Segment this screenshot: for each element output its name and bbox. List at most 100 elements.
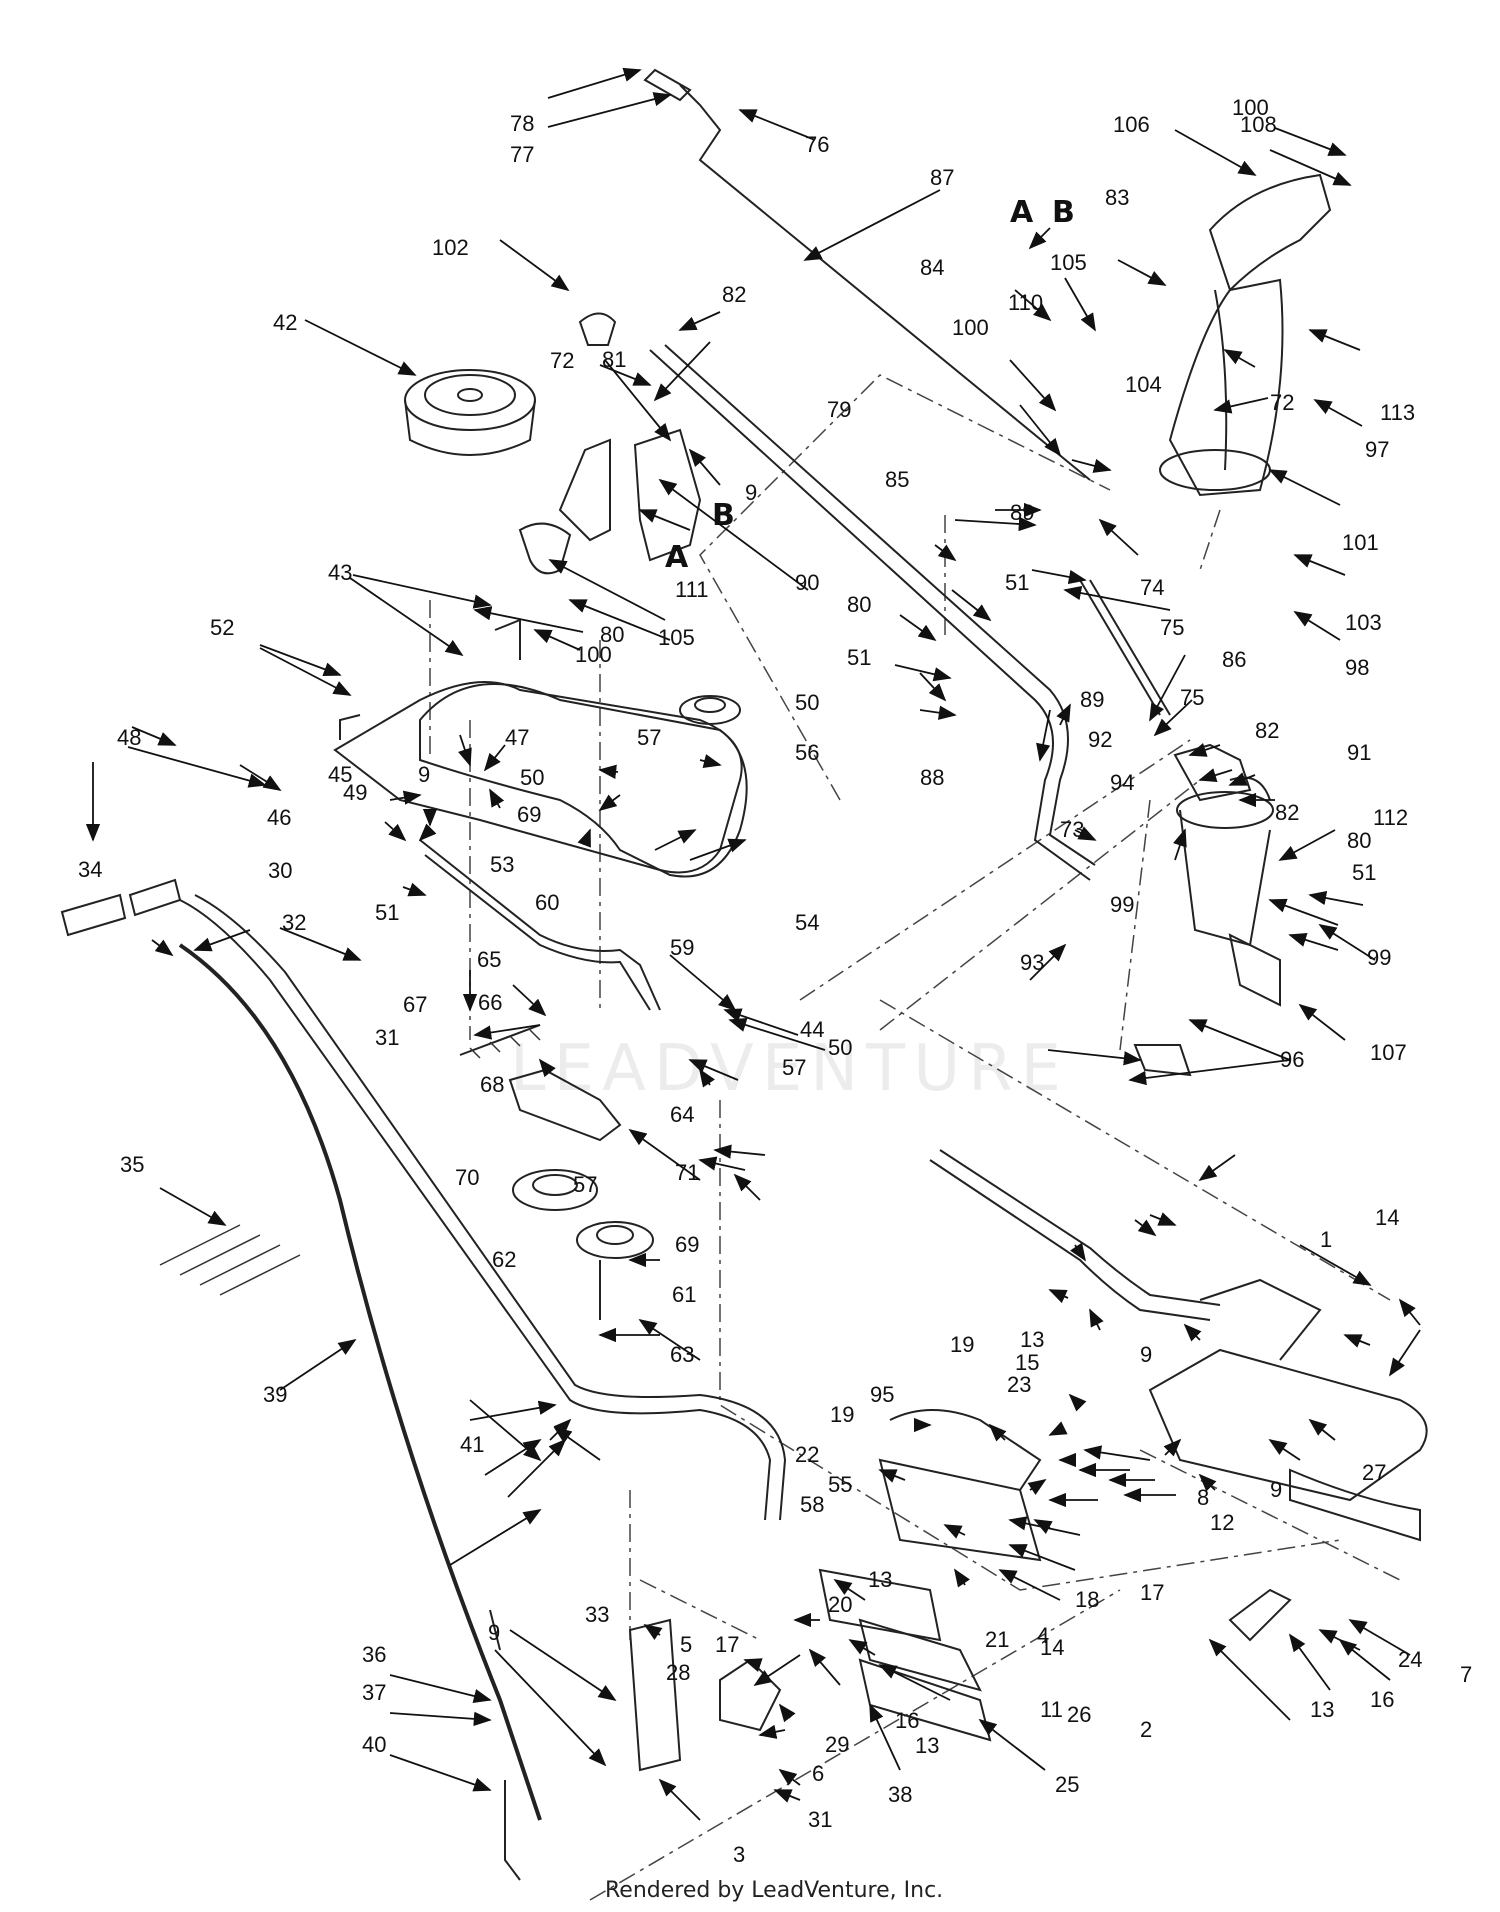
callout-101: 101: [1342, 530, 1379, 555]
callout-51d: 51: [1352, 860, 1376, 885]
callout-54: 54: [795, 910, 819, 935]
callout-75a: 75: [1160, 615, 1184, 640]
callout-17a: 17: [1140, 1580, 1164, 1605]
callout-18: 18: [1075, 1587, 1099, 1612]
callout-13a: 13: [1020, 1327, 1044, 1352]
callout-47: 47: [505, 725, 529, 750]
callout-31b: 31: [808, 1807, 832, 1832]
callout-55: 55: [828, 1472, 852, 1497]
callout-67: 67: [403, 992, 427, 1017]
callout-100a: 100: [1232, 95, 1269, 120]
callout-110: 110: [1008, 290, 1043, 315]
callout-12: 12: [1210, 1510, 1234, 1535]
callout-30: 30: [268, 858, 292, 883]
shift-bracket: [628, 1618, 682, 1772]
callout-57c: 57: [573, 1172, 597, 1197]
callout-44: 44: [800, 1017, 824, 1042]
callout-80a: 80: [600, 622, 624, 647]
callout-43: 43: [328, 560, 352, 585]
callout-2: 2: [1140, 1717, 1152, 1742]
callout-79: 79: [827, 397, 851, 422]
callout-24: 24: [1398, 1647, 1422, 1672]
callout-51c: 51: [847, 645, 871, 670]
callout-28: 28: [666, 1660, 690, 1685]
callout-48: 48: [117, 725, 141, 750]
callout-80c: 80: [1347, 828, 1371, 853]
callout-103: 103: [1345, 610, 1382, 635]
label-b-left: B: [712, 498, 735, 533]
callout-19a: 19: [950, 1332, 974, 1357]
pulley-large: [404, 369, 536, 456]
callout-8: 8: [1197, 1485, 1209, 1510]
callout-15: 15: [1015, 1350, 1039, 1375]
callout-100c: 100: [575, 642, 612, 667]
callout-98: 98: [1345, 655, 1369, 680]
main-frame: [1148, 1348, 1428, 1502]
callout-51a: 51: [375, 900, 399, 925]
callout-23: 23: [1007, 1372, 1031, 1397]
label-a-top: A: [1010, 195, 1034, 230]
callout-13b: 13: [868, 1567, 892, 1592]
callout-34: 34: [78, 857, 102, 882]
callout-52: 52: [210, 615, 234, 640]
callout-13c: 13: [915, 1733, 939, 1758]
callout-107: 107: [1370, 1040, 1407, 1065]
callout-20: 20: [828, 1592, 852, 1617]
callout-25: 25: [1055, 1772, 1079, 1797]
callout-42: 42: [273, 310, 297, 335]
callout-57a: 57: [637, 725, 661, 750]
callout-6: 6: [812, 1761, 824, 1786]
callout-72b: 72: [1270, 390, 1294, 415]
callout-58: 58: [800, 1492, 824, 1517]
chute-base: [1179, 809, 1271, 947]
footer-credit: Rendered by LeadVenture, Inc.: [605, 1878, 943, 1903]
callout-62: 62: [492, 1247, 516, 1272]
control-rod: [679, 84, 1091, 481]
callout-102: 102: [432, 235, 469, 260]
callout-37: 37: [362, 1680, 386, 1705]
callout-16a: 16: [895, 1708, 919, 1733]
callout-49: 49: [343, 780, 367, 805]
callout-82b: 82: [1255, 718, 1279, 743]
callout-27: 27: [1362, 1460, 1386, 1485]
shift-rod: [179, 899, 772, 1521]
callout-41: 41: [460, 1432, 484, 1457]
callout-50b: 50: [520, 765, 544, 790]
callout-78: 78: [510, 111, 534, 136]
callout-94: 94: [1110, 770, 1134, 795]
callout-9b: 9: [1140, 1342, 1152, 1367]
callout-64: 64: [670, 1102, 694, 1127]
callout-45: 45: [328, 762, 352, 787]
chute-deflector: [1208, 173, 1332, 292]
control-cable: [178, 943, 542, 1821]
callout-59: 59: [670, 935, 694, 960]
callout-17b: 17: [715, 1632, 739, 1657]
callout-75b: 75: [1180, 685, 1204, 710]
callout-9c: 9: [418, 762, 430, 787]
callout-51b: 51: [1005, 570, 1029, 595]
callout-56: 56: [795, 740, 819, 765]
callout-46: 46: [267, 805, 291, 830]
callout-65: 65: [477, 947, 501, 972]
drive-belt: [419, 683, 748, 878]
callout-80b: 80: [847, 592, 871, 617]
callout-99b: 99: [1367, 945, 1391, 970]
callout-77: 77: [510, 142, 534, 167]
callout-105b: 105: [658, 625, 695, 650]
watermark-text: LEADVENTURE: [510, 1032, 1069, 1106]
callout-97: 97: [1365, 437, 1389, 462]
crank-rod: [649, 349, 1091, 881]
gear-housing: [878, 1458, 1042, 1562]
callout-50a: 50: [795, 690, 819, 715]
callout-85: 85: [885, 467, 909, 492]
callout-3: 3: [733, 1842, 745, 1867]
section-labels: A B B A: [665, 195, 1075, 575]
callout-108: 108: [1240, 112, 1277, 137]
callout-22: 22: [795, 1442, 819, 1467]
callout-40: 40: [362, 1732, 386, 1757]
callout-9d: 9: [745, 480, 757, 505]
callout-90: 90: [795, 570, 819, 595]
callout-60: 60: [535, 890, 559, 915]
callout-69b: 69: [675, 1232, 699, 1257]
